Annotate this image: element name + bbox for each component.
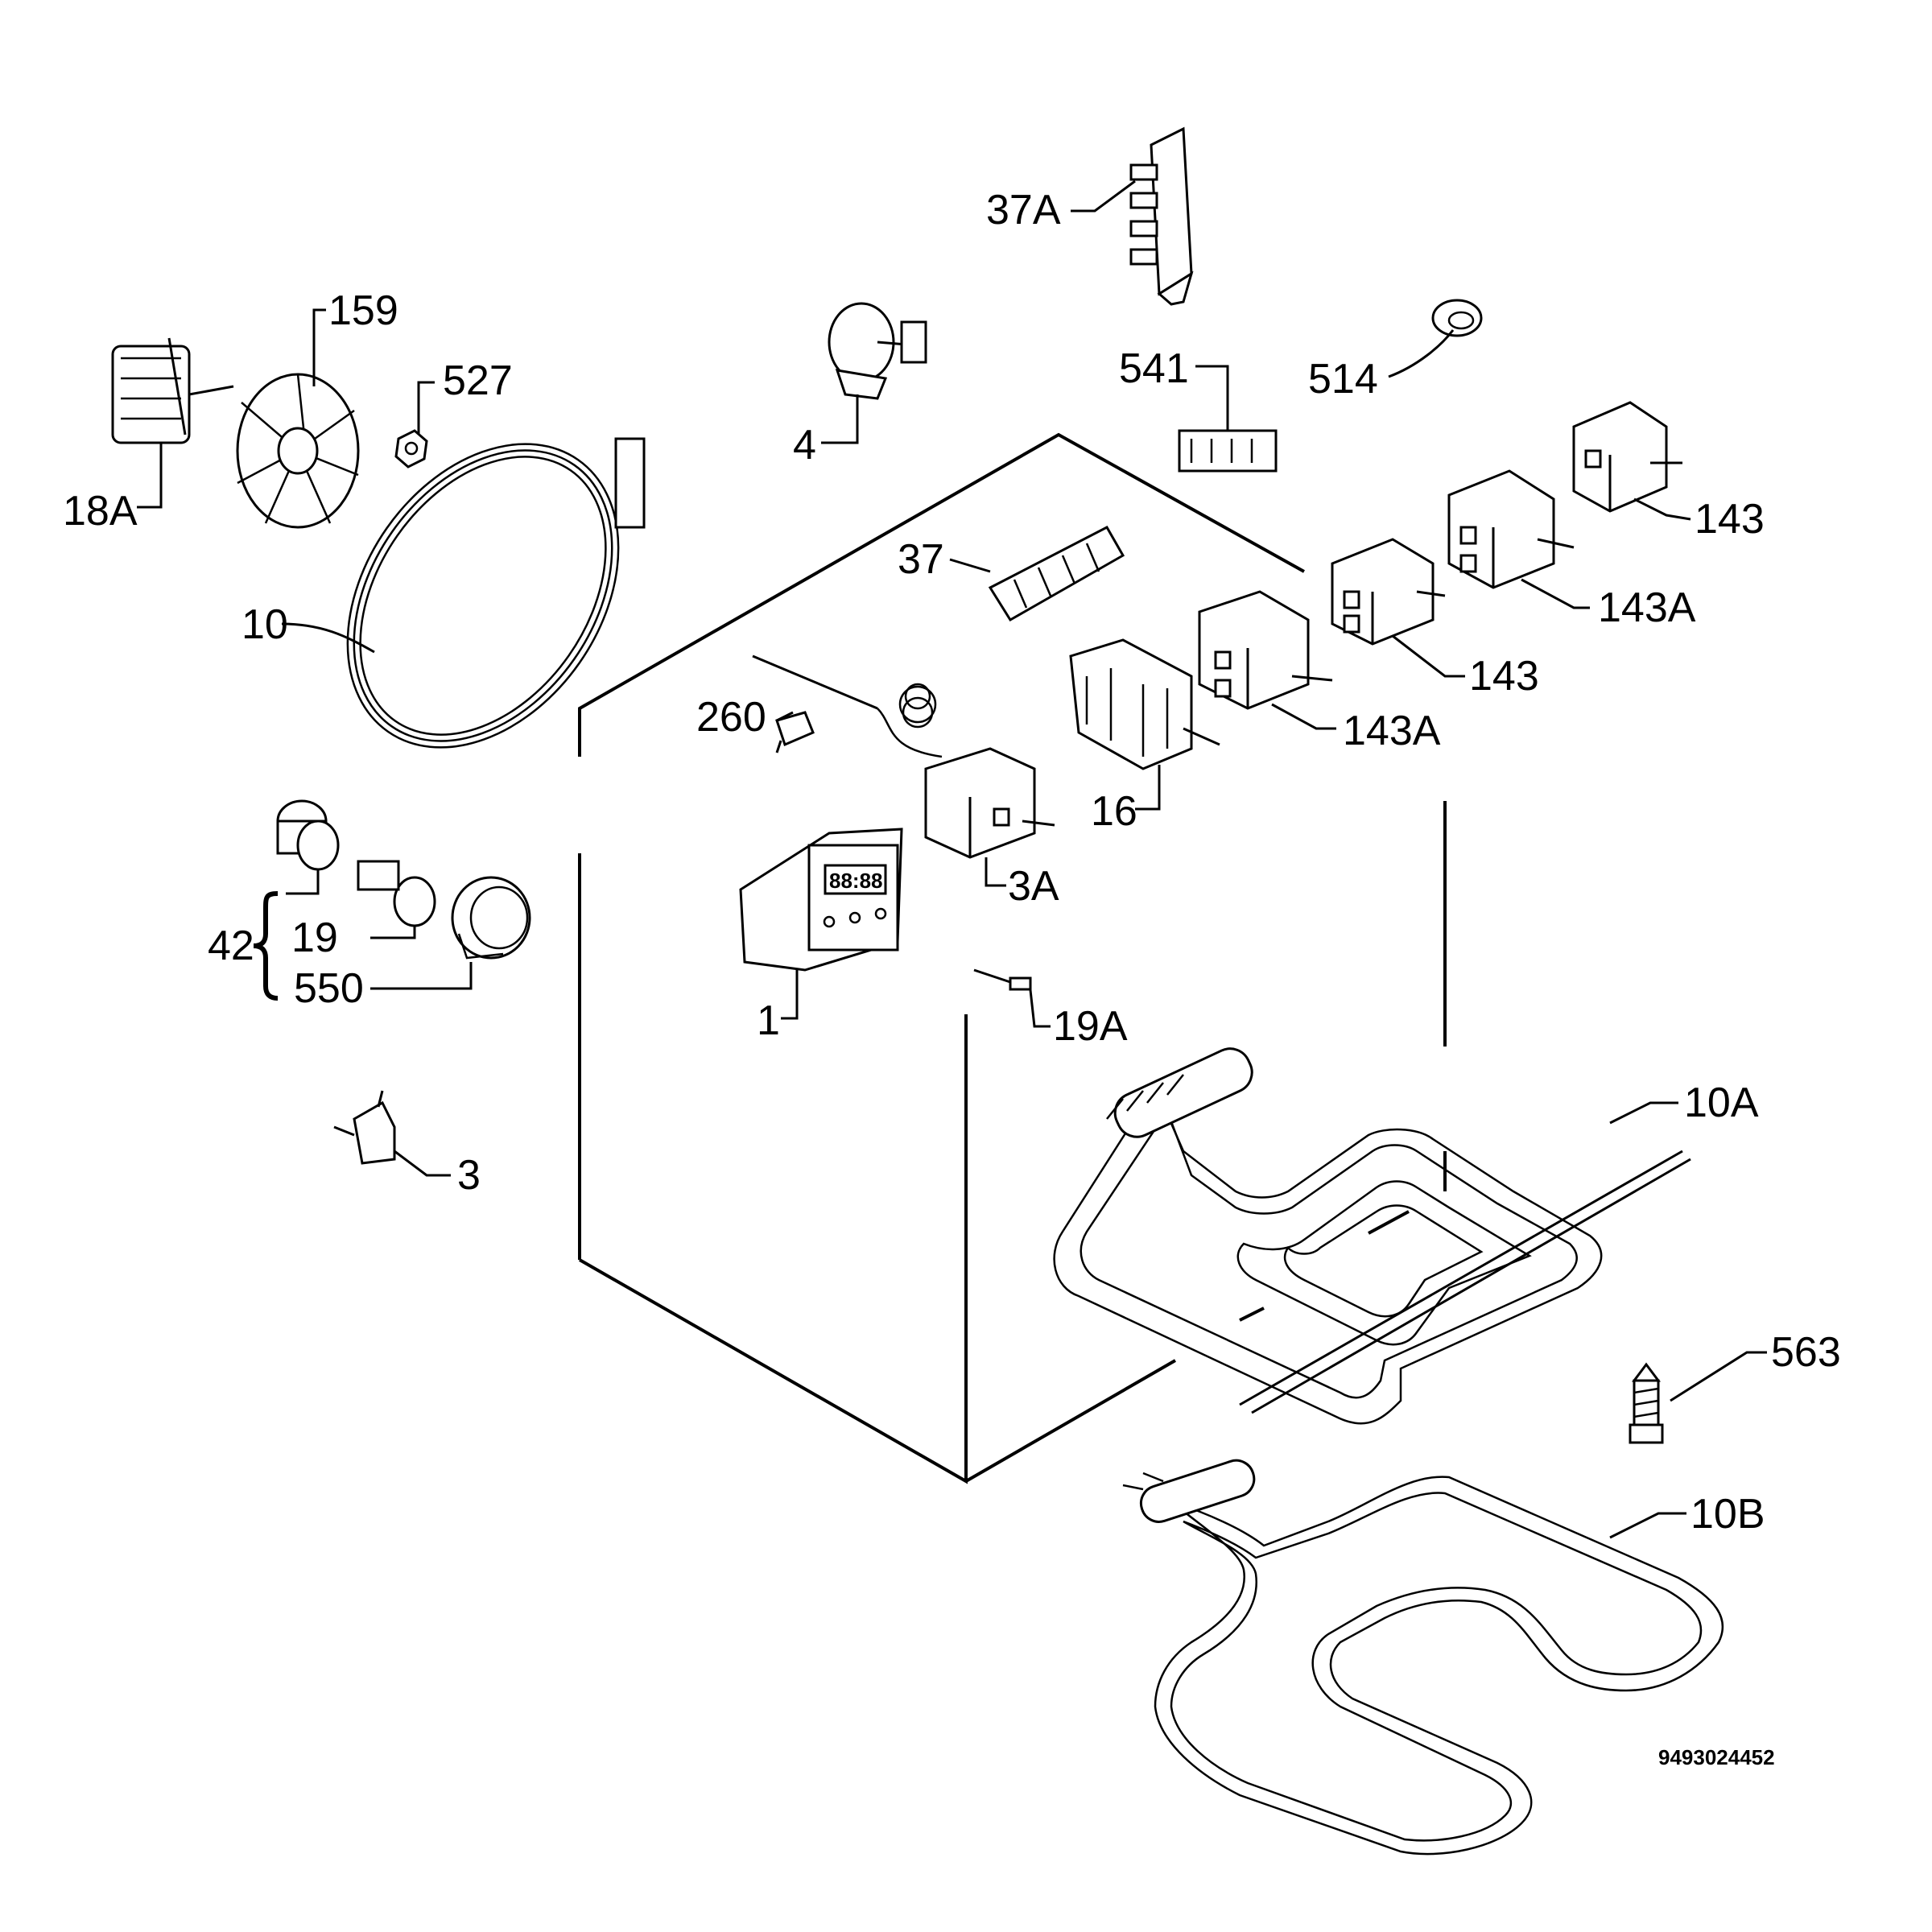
callout-3: 3 <box>457 1152 481 1199</box>
callout-143-top: 143 <box>1695 496 1765 543</box>
callout-labels: 37A 159 527 541 514 4 18A 143 143A 37 10… <box>63 187 1841 1538</box>
callout-527: 527 <box>443 357 513 404</box>
callout-159: 159 <box>328 287 398 334</box>
leader-lines <box>137 180 1767 1539</box>
part-10B-bottom-element <box>1122 1459 1724 1856</box>
part-563-screw <box>1629 1362 1664 1444</box>
part-3-thermal-fuse <box>333 1090 396 1165</box>
part-159-fan-blade <box>236 373 360 529</box>
part-4-motor <box>828 302 927 400</box>
part-1-digital-timer: 88:88 <box>739 828 903 972</box>
part-19-lamp-bulb <box>357 860 436 927</box>
part-37A-terminal-strip <box>1129 126 1194 306</box>
part-37-terminal-block <box>988 526 1125 622</box>
callout-3A: 3A <box>1008 863 1059 910</box>
callout-10A: 10A <box>1684 1080 1759 1126</box>
callout-260: 260 <box>696 694 766 741</box>
callout-37: 37 <box>898 536 944 583</box>
part-260-clip <box>775 711 815 753</box>
timer-display-digits: 88:88 <box>829 869 883 893</box>
document-number: 9493024452 <box>1658 1745 1775 1769</box>
cabinet-outline <box>578 432 1447 1484</box>
part-143-switch-a <box>1572 401 1682 513</box>
callout-550: 550 <box>294 965 364 1012</box>
callout-18A: 18A <box>63 488 138 535</box>
callout-16: 16 <box>1091 788 1137 835</box>
callout-42: 42 <box>208 923 254 969</box>
part-19A-sensor <box>973 968 1032 991</box>
part-143A-switch-b <box>1198 590 1333 710</box>
callout-19A: 19A <box>1053 1003 1128 1050</box>
callout-143-middle: 143 <box>1469 653 1539 700</box>
callout-1: 1 <box>757 997 780 1044</box>
part-42-lamp-holder <box>276 799 340 871</box>
callout-37A: 37A <box>986 187 1061 233</box>
part-16-selector-switch <box>1069 638 1220 770</box>
callout-563: 563 <box>1771 1329 1841 1376</box>
part-143-switch-b <box>1331 538 1446 646</box>
callout-143A-lower: 143A <box>1343 708 1441 754</box>
part-527-nut <box>394 429 428 469</box>
part-550-lamp-cover <box>451 876 531 960</box>
part-18A-fan-motor <box>111 337 234 444</box>
callout-10: 10 <box>242 601 288 648</box>
part-514-grommet <box>1431 299 1483 337</box>
callout-10B: 10B <box>1690 1491 1765 1538</box>
part-541-connector <box>1178 429 1278 473</box>
callout-4: 4 <box>793 422 816 469</box>
part-3A-thermostat <box>752 654 1055 859</box>
callout-19: 19 <box>291 914 338 961</box>
callout-514: 514 <box>1308 356 1378 402</box>
part-10-circular-heater <box>346 437 646 749</box>
callout-143A-upper: 143A <box>1598 584 1696 631</box>
part-143A-switch-a <box>1447 469 1575 589</box>
part-10A-grill-element <box>1053 1047 1691 1425</box>
callout-541: 541 <box>1119 345 1189 392</box>
